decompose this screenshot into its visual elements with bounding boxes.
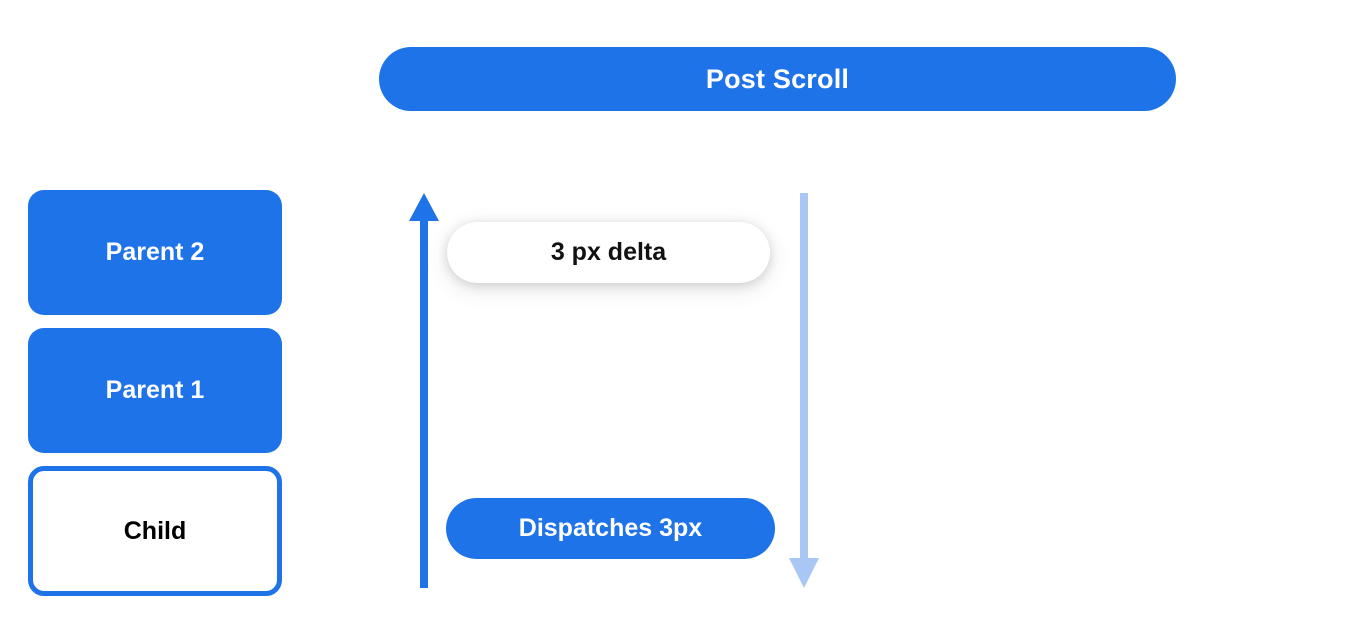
- node-parent-1: Parent 1: [28, 328, 282, 453]
- node-child: Child: [28, 466, 282, 596]
- delta-annotation-label: 3 px delta: [550, 238, 667, 266]
- node-parent-2-label: Parent 2: [105, 238, 205, 266]
- node-parent-1-label: Parent 1: [105, 376, 205, 404]
- dispatch-annotation: Dispatches 3px: [446, 498, 775, 559]
- delta-annotation: 3 px delta: [447, 222, 770, 283]
- node-child-label: Child: [123, 516, 187, 545]
- up-arrow-icon: [409, 193, 439, 588]
- down-arrow-icon: [789, 193, 819, 588]
- dispatch-annotation-label: Dispatches 3px: [518, 514, 703, 542]
- post-scroll-header: Post Scroll: [379, 47, 1176, 111]
- node-parent-2: Parent 2: [28, 190, 282, 315]
- node-stack: Parent 2 Parent 1 Child: [28, 190, 282, 596]
- post-scroll-header-label: Post Scroll: [705, 63, 850, 94]
